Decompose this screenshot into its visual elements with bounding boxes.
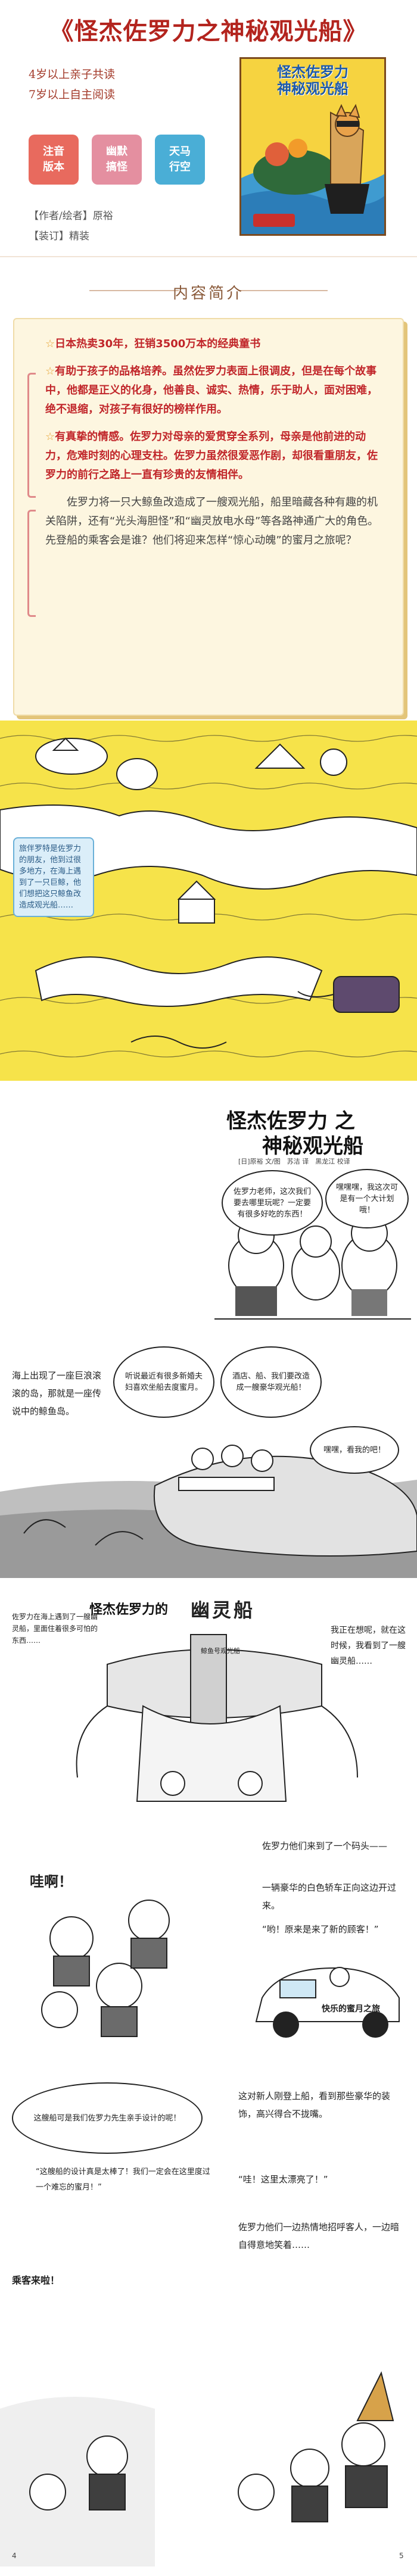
comic-page-4: 哇啊！ 佐罗力他们来到了一个码头—— 一辆豪华的白色轿车正向这边开过来。 “哟！… (0, 1831, 417, 2069)
sea-map-illustration: 旅伴罗特是佐罗力的朋友，他到过很多地方，在海上遇到了一只巨鲸，他们想把这只鲸鱼改… (0, 721, 417, 1081)
narration-text: 一辆豪华的白色轿车正向这边开过来。 (262, 1882, 397, 1911)
book-meta: 【作者/绘者】原裕 【装订】精装 (29, 206, 113, 247)
header-divider (0, 256, 417, 257)
age-coreading: 4岁以上亲子共读 (29, 68, 116, 81)
feature-badges: 注音 版本 幽默 搞怪 天马 行空 (29, 135, 205, 185)
intro-box: ☆日本热卖30年，狂销3500万本的经典童书 ☆有助于孩子的品格培养。虽然佐罗力… (13, 318, 404, 716)
intro-p3: 有真挚的情感。佐罗力对母亲的爱贯穿全系列，母亲是他前进的动力，危难时刻的心理支柱… (45, 431, 378, 481)
comic-page-3: 怪杰佐罗力的 幽灵船 佐罗力在海上遇到了一艘幽灵船，里面住着很多可怕的东西…… … (0, 1587, 417, 1822)
narration-text: “哟！原来是来了新的顾客！” (262, 1924, 379, 1935)
badge-pinyin-line2: 版本 (43, 161, 64, 173)
star-icon: ☆ (45, 338, 55, 350)
ghost-title: 幽灵船 (191, 1599, 256, 1621)
section-deco-left (89, 290, 179, 291)
sea-map-drawing (0, 721, 417, 1081)
section-title-intro: 内容简介 (172, 285, 244, 302)
narration-text: 海上出现了一座巨浪滚滚的岛，那就是一座传说中的鲸鱼岛。 (12, 1370, 102, 1417)
comic-title-part2: 之 (334, 1109, 355, 1133)
badge-imaginative: 天马 行空 (155, 135, 205, 185)
ghost-label: 怪杰佐罗力的 (89, 1602, 169, 1617)
star-icon: ☆ (45, 431, 55, 443)
speech-bubble: 佐罗力老师，这次我们要去哪里玩呢？一定要有很多好吃的东西！ (222, 1170, 323, 1236)
cover-title-line2: 神秘观光船 (277, 80, 348, 97)
badge-imaginative-line1: 天马 (169, 145, 191, 158)
badge-humor-line1: 幽默 (106, 145, 127, 158)
intro-highlight-2: ☆有助于孩子的品格培养。虽然佐罗力表面上很调皮，但是在每个故事中，他都是正义的化… (45, 362, 385, 419)
comic-page-3-art (0, 1587, 417, 1822)
cover-title: 怪杰佐罗力 神秘观光船 (241, 64, 384, 97)
age-selfreading: 7岁以上自主阅读 (29, 88, 116, 101)
intro-p1: 日本热卖30年，狂销3500万本的经典童书 (55, 338, 261, 350)
book-cover: 怪杰佐罗力 神秘观光船 (239, 57, 386, 236)
intro-highlight-1: ☆日本热卖30年，狂销3500万本的经典童书 (45, 335, 385, 354)
narration-text: “这艘船的设计真是太棒了！我们一定会在这里度过一个难忘的蜜月！” (36, 2168, 210, 2192)
intro-text: ☆日本热卖30年，狂销3500万本的经典童书 ☆有助于孩子的品格培养。虽然佐罗力… (45, 335, 385, 559)
speech-bubble: 嘿嘿，看我的吧！ (310, 1426, 399, 1474)
shout-text: 乘客来啦！ (12, 2275, 60, 2286)
speech-bubble: 酒店、船、我们要改造成一艘豪华观光船！ (220, 1346, 322, 1418)
age-info: 4岁以上亲子共读 7岁以上自主阅读 (29, 64, 115, 105)
car-sign: 快乐的蜜月之旅 (322, 2004, 380, 2014)
comic-title: 怪杰佐罗力 之 (226, 1105, 355, 1134)
cover-title-line1: 怪杰佐罗力 (277, 64, 348, 80)
map-note: 旅伴罗特是佐罗力的朋友，他到过很多地方，在海上遇到了一只巨鲸，他们想把这只鲸鱼改… (13, 837, 94, 917)
comic-page-2-art (0, 1445, 417, 1578)
intro-p2: 有助于孩子的品格培养。虽然佐罗力表面上很调皮，但是在每个故事中，他都是正义的化身… (45, 365, 378, 416)
narration-text: 这对新人刚登上船，看到那些豪华的装饰，高兴得合不拢嘴。 (238, 2091, 391, 2119)
narration-text: 我正在想呢，就在这时候，我看到了一艘幽灵船…… (331, 1626, 406, 1666)
ship-sign: 鲸鱼号观光船 (201, 1647, 240, 1655)
page-number: 4 (12, 2552, 17, 2560)
intro-synopsis: 佐罗力将一只大鲸鱼改造成了一艘观光船，船里暗藏各种有趣的机关陷阱，还有“光头海胆… (45, 496, 379, 547)
badge-imaginative-line2: 行空 (169, 161, 191, 173)
narration-text: 佐罗力他们一边热情地招呼客人，一边暗自得意地笑着…… (238, 2222, 400, 2250)
comic-credits: [日]原裕 文/图 苏洁 译 黑龙江 校译 (238, 1158, 350, 1165)
badge-pinyin-line1: 注音 (43, 145, 64, 158)
brace-decoration (27, 373, 36, 498)
narration-text: 佐罗力他们来到了一个码头—— (262, 1841, 388, 1851)
comic-title-line2: 神秘观光船 (262, 1134, 363, 1158)
star-icon: ☆ (45, 365, 55, 378)
comic-title-part1: 怪杰佐罗力 (226, 1109, 328, 1133)
narration-text: “哇！这里太漂亮了！” (238, 2174, 328, 2185)
comic-page-5: 这艘船可是我们佐罗力先生亲手设计的呢！ “这艘船的设计真是太棒了！我们一定会在这… (0, 2075, 417, 2566)
page-title: 《怪杰佐罗力之神秘观光船》 (49, 17, 368, 45)
binding-line: 【装订】精装 (29, 230, 89, 242)
badge-humor: 幽默 搞怪 (92, 135, 142, 185)
badge-pinyin: 注音 版本 (29, 135, 79, 185)
author-line: 【作者/绘者】原裕 (29, 210, 113, 222)
page-number: 5 (399, 2552, 404, 2560)
badge-humor-line2: 搞怪 (106, 161, 127, 173)
section-deco-right (238, 290, 328, 291)
comic-page-4-art (41, 1900, 400, 2038)
comic-page-1: 怪杰佐罗力 之 神秘观光船 [日]原裕 文/图 苏洁 译 黑龙江 校译 佐罗力老… (0, 1093, 417, 1331)
speech-bubble: 听说最近有很多新婚夫妇喜欢坐船去度蜜月。 (113, 1346, 214, 1418)
comic-page-2: 海上出现了一座巨浪滚滚的岛，那就是一座传说中的鲸鱼岛。 听说最近有很多新婚夫妇喜… (0, 1337, 417, 1578)
narration-text: 佐罗力在海上遇到了一艘幽灵船，里面住着很多可怕的东西…… (12, 1613, 98, 1645)
cover-illustration (241, 59, 384, 234)
speech-bubble: 这艘船可是我们佐罗力先生亲手设计的呢！ (12, 2082, 203, 2154)
comic-page-5-art (0, 2075, 417, 2566)
intro-highlight-3: ☆有真挚的情感。佐罗力对母亲的爱贯穿全系列，母亲是他前进的动力，危难时刻的心理支… (45, 428, 385, 485)
speech-bubble: 嘿嘿嘿，我这次可是有一个大计划哦！ (325, 1169, 409, 1228)
brace-decoration (27, 510, 36, 617)
shout-text: 哇啊！ (30, 1873, 73, 1890)
